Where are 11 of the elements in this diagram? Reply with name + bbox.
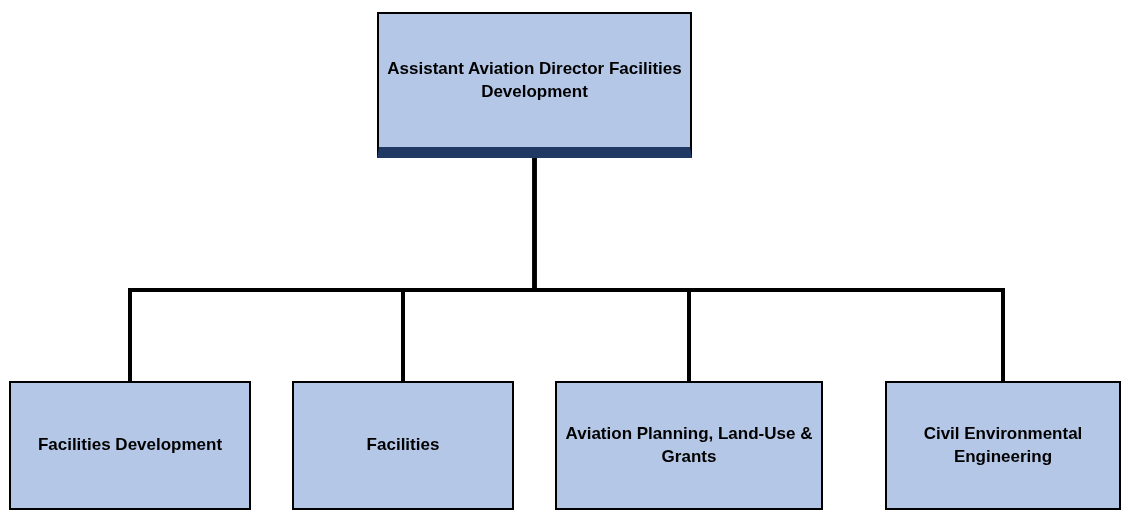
position-title: Aviation Planning, Land-Use & Grants	[564, 423, 814, 468]
org-box	[9, 381, 251, 510]
org-box	[377, 12, 692, 158]
position-title: Civil Environmental Engineering	[922, 423, 1084, 468]
position-title: Facilities Development	[36, 434, 224, 457]
position-title: Assistant Aviation Director Facilities Development	[386, 58, 683, 103]
org-box	[885, 381, 1121, 510]
position-title: Facilities	[365, 434, 441, 457]
org-box	[555, 381, 823, 510]
connector-line	[532, 158, 1005, 381]
org-box	[292, 381, 514, 510]
